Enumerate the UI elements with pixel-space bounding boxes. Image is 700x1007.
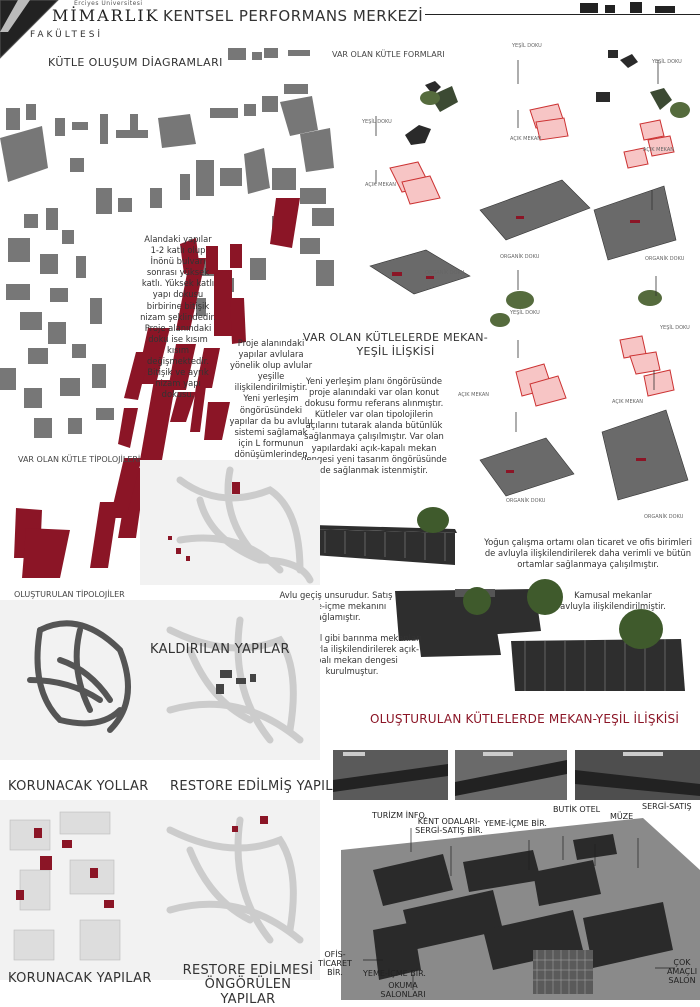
existing-forms-figure [369, 50, 690, 501]
label-organic-3: ORGANİK DOKU [645, 256, 685, 262]
section-created-space-green: OLUŞTURULAN KÜTLELERDE MEKAN-YEŞİL İLİŞK… [370, 712, 680, 726]
section-mass-diagrams: KÜTLE OLUŞUM DİAGRAMLARI [48, 56, 223, 69]
label-green-3: YEŞİL DOKU [652, 59, 682, 65]
map-label-removed: KALDIRILAN YAPILAR [150, 642, 290, 657]
text-boutique-hotel: Butik otel gibi barınma mekanları da avl… [282, 633, 422, 677]
header-bar [0, 0, 700, 59]
plan-label-food-2: YEME-İÇME BİR. [363, 969, 426, 978]
header-rule [425, 14, 700, 15]
faculty-logo: MİMARLIK [52, 6, 160, 25]
text-courtyard-passage: Avlu geçiş unsurudur. Satış ve yeme-içme… [279, 590, 393, 623]
text-commerce-office: Yoğun çalışma ortamı olan ticaret ve ofi… [484, 537, 692, 570]
text-new-plan: Yeni yerleşim planı öngörüsünde proje al… [301, 376, 447, 475]
section-existing-forms: VAR OLAN KÜTLE FORMLARI [332, 50, 445, 59]
section-existing-space-green: VAR OLAN KÜTLELERDE MEKAN-YEŞİL İLİŞKİSİ [302, 331, 489, 359]
map-label-restored: RESTORE EDİLMİŞ YAPILAR [170, 779, 352, 794]
label-green-2: YEŞİL DOKU [512, 43, 542, 49]
plan-label-exhibit: SERGİ-SATIŞ [642, 802, 692, 811]
label-green-4: YEŞİL DOKU [510, 310, 540, 316]
site-plan-figure [341, 818, 700, 1000]
label-open-1: AÇIK MEKAN [365, 182, 396, 188]
plan-label-city-rooms: KENT ODALARI-SERGİ-SATIŞ BİR. [415, 817, 483, 835]
text-public-spaces: Kamusal mekanlar avluyla ilişkilendirilm… [560, 590, 666, 612]
label-created-typologies: OLUŞTURULAN TİPOLOJİLER [14, 590, 125, 599]
map-label-to-restore: RESTORE EDİLMESİ ÖNGÖRÜLEN YAPILAR [182, 963, 314, 1007]
text-courtyard-system: Proje alanındaki yapılar avlulara yöneli… [229, 338, 313, 470]
university-name: Erciyes Üniversitesi [74, 0, 143, 7]
text-existing-fabric: Alandaki yapılar 1-2 katlı olup İnönü bu… [140, 234, 216, 400]
label-open-3: AÇIK MEKAN [643, 147, 674, 153]
site-maps-figure [0, 460, 320, 980]
map-label-preserved-roads: KORUNACAK YOLLAR [8, 779, 149, 794]
mass-diagram-figure [0, 48, 334, 578]
plan-label-museum: MÜZE [610, 812, 634, 821]
building-perspectives-figure [313, 507, 685, 691]
plan-label-tourism: TURİZM İNFO. [372, 811, 428, 820]
plan-label-food-1: YEME-İÇME BİR. [484, 819, 547, 828]
label-open-2: AÇIK MEKAN [510, 136, 541, 142]
label-green-5: YEŞİL DOKU [660, 325, 690, 331]
map-label-preserved-buildings: KORUNACAK YAPILAR [8, 971, 152, 986]
label-organic-2: ORGANİK DOKU [500, 254, 540, 260]
plan-label-reading: OKUMA SALONLARI [380, 981, 426, 999]
label-existing-typologies: VAR OLAN KÜTLE TİPOLOJİLERİ [18, 455, 141, 464]
plan-label-office: OFİS-TİCARET BİR. [318, 950, 352, 977]
perspective-strips-figure [333, 750, 700, 800]
label-organic-5: ORGANİK DOKU [644, 514, 684, 520]
label-organic-4: ORGANİK DOKU [506, 498, 546, 504]
page-title: KENTSEL PERFORMANS MERKEZİ [163, 7, 424, 25]
plan-label-boutique: BUTİK OTEL [553, 805, 601, 814]
label-open-4: AÇIK MEKAN [458, 392, 489, 398]
faculty-label: FAKÜLTESİ [30, 30, 104, 40]
label-green-1: YEŞİL DOKU [362, 119, 392, 125]
label-organic-1: ORGANİK DOKU [425, 270, 465, 276]
label-open-5: AÇIK MEKAN [612, 399, 643, 405]
plan-label-multi: ÇOK AMAÇLI SALON [666, 958, 698, 985]
